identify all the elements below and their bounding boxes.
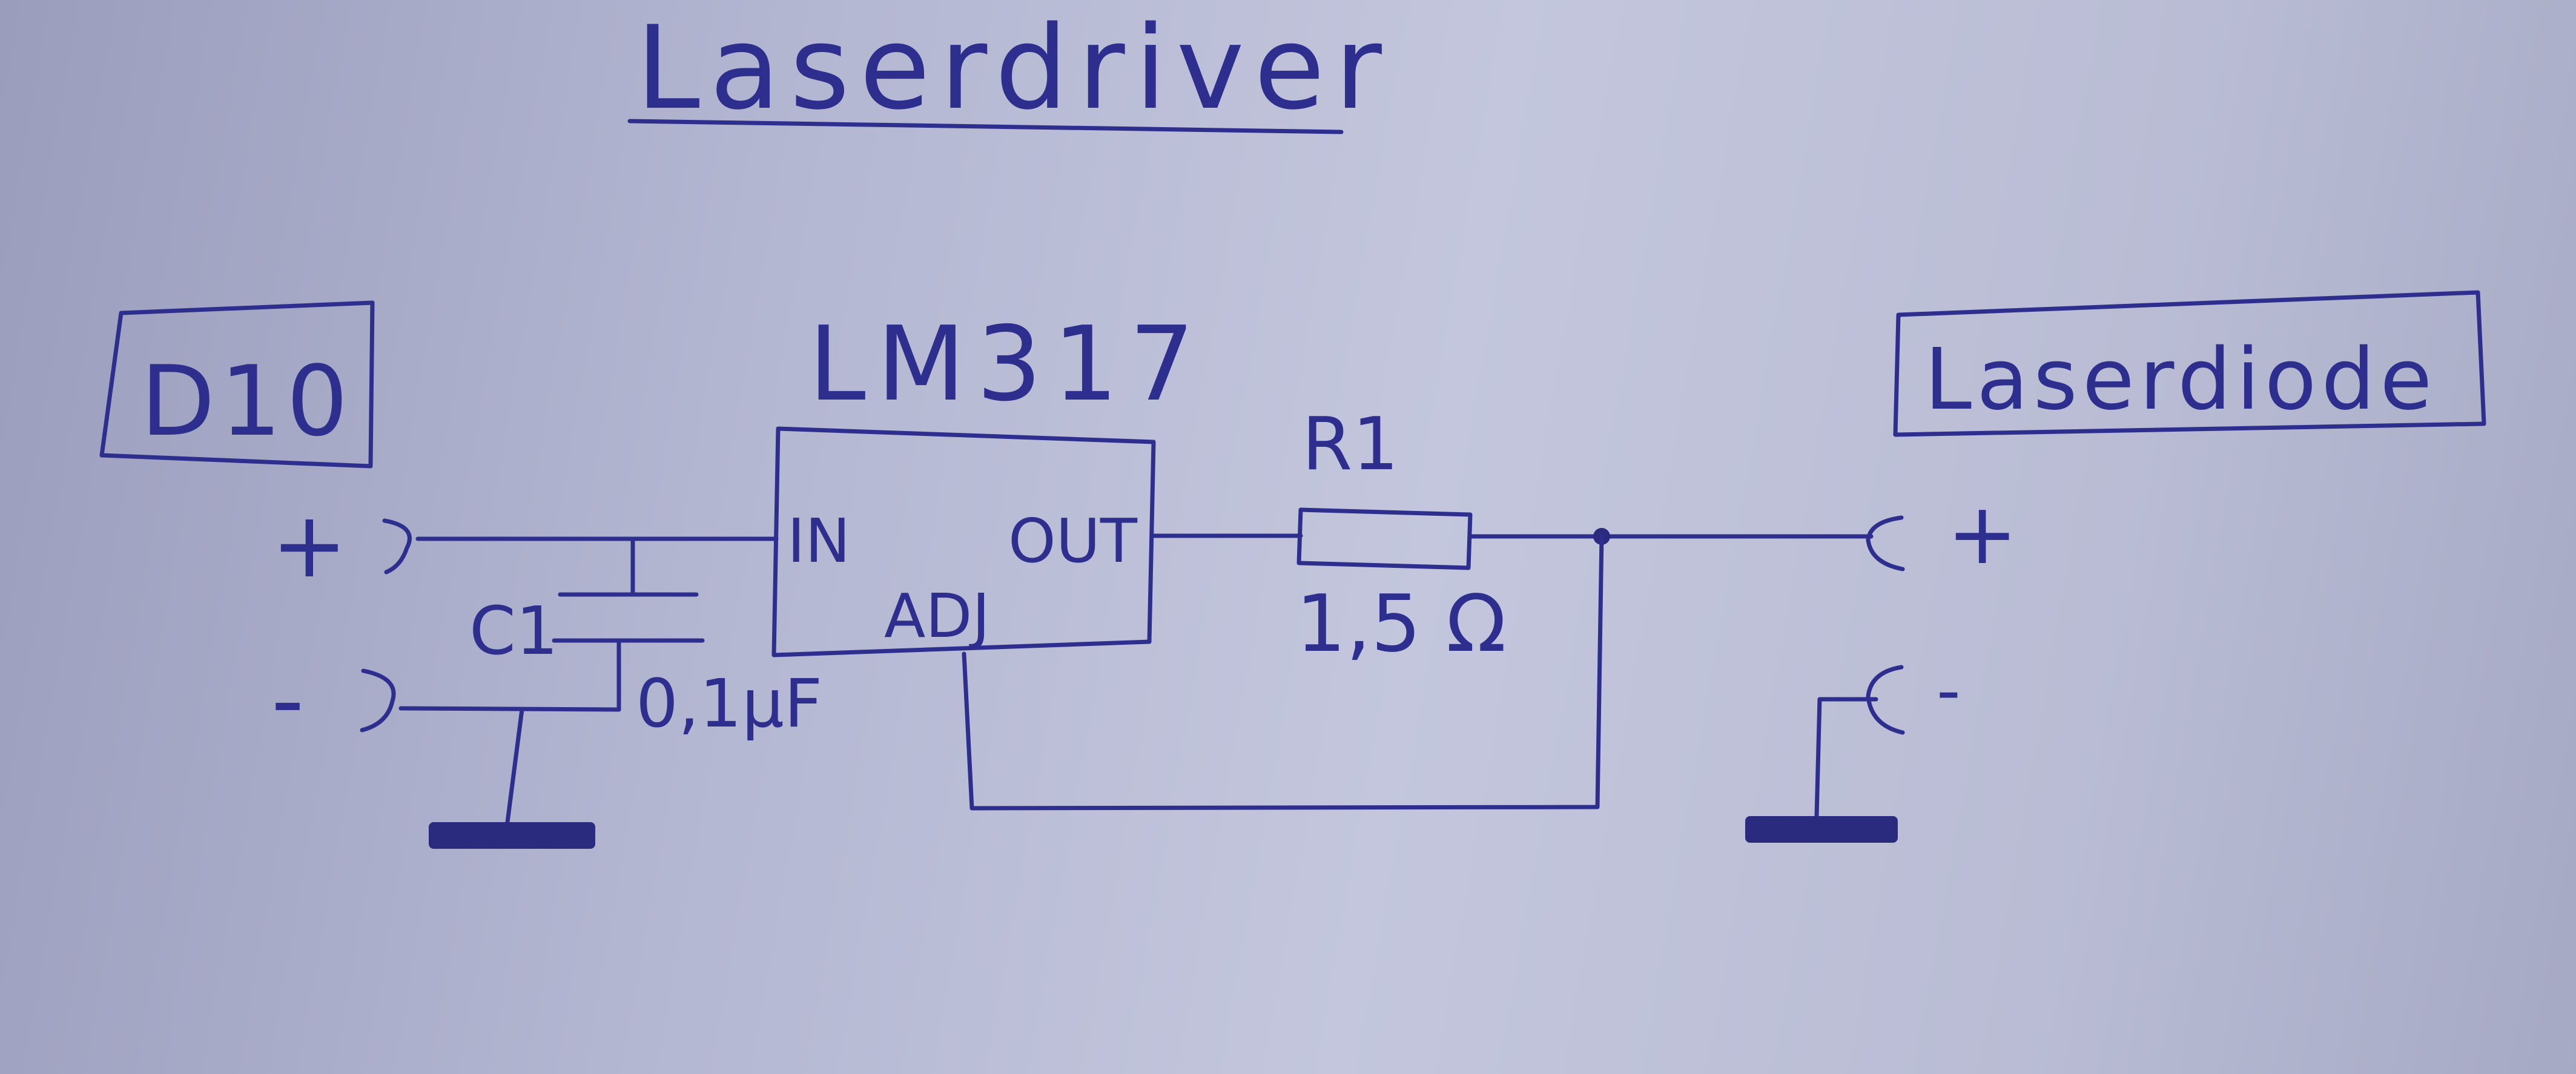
regulator-name: LM317: [808, 305, 1206, 424]
diagram-title: Laserdriver: [636, 1, 1392, 135]
capacitor-value: 0,1µF: [636, 665, 822, 742]
output-minus-sign: -: [1937, 651, 1961, 729]
input-plus-sign: +: [271, 493, 348, 598]
output-minus-terminal: [1866, 665, 1905, 735]
input-plus-terminal: [382, 518, 412, 575]
regulator-pin-out: OUT: [1008, 506, 1138, 576]
regulator-box: [771, 426, 1156, 657]
ground-symbol-left: [429, 822, 595, 849]
input-minus-terminal: [360, 668, 396, 733]
source-label: D10: [140, 344, 353, 458]
resistor-name: R1: [1302, 403, 1399, 487]
output-plus-sign: +: [1947, 485, 2018, 584]
load-label: Laserdiode: [1924, 331, 2437, 429]
title-underline: [627, 119, 1344, 134]
load-label-box: [1893, 290, 2486, 437]
capacitor-name: C1: [469, 592, 558, 670]
ground-symbol-right: [1745, 816, 1898, 843]
regulator-pin-adj: ADJ: [884, 581, 990, 651]
input-minus-wire: [398, 706, 621, 712]
resistor-body: [1296, 507, 1473, 570]
source-label-box: [99, 300, 375, 469]
resistor-value: 1,5 Ω: [1296, 578, 1506, 670]
input-minus-sign: -: [271, 648, 304, 753]
regulator-pin-in: IN: [787, 506, 850, 576]
ground-wire-right: [1814, 697, 1878, 819]
output-plus-terminal: [1866, 515, 1905, 572]
ground-wire-left: [505, 707, 524, 825]
adj-feedback-wire: [962, 534, 1604, 811]
